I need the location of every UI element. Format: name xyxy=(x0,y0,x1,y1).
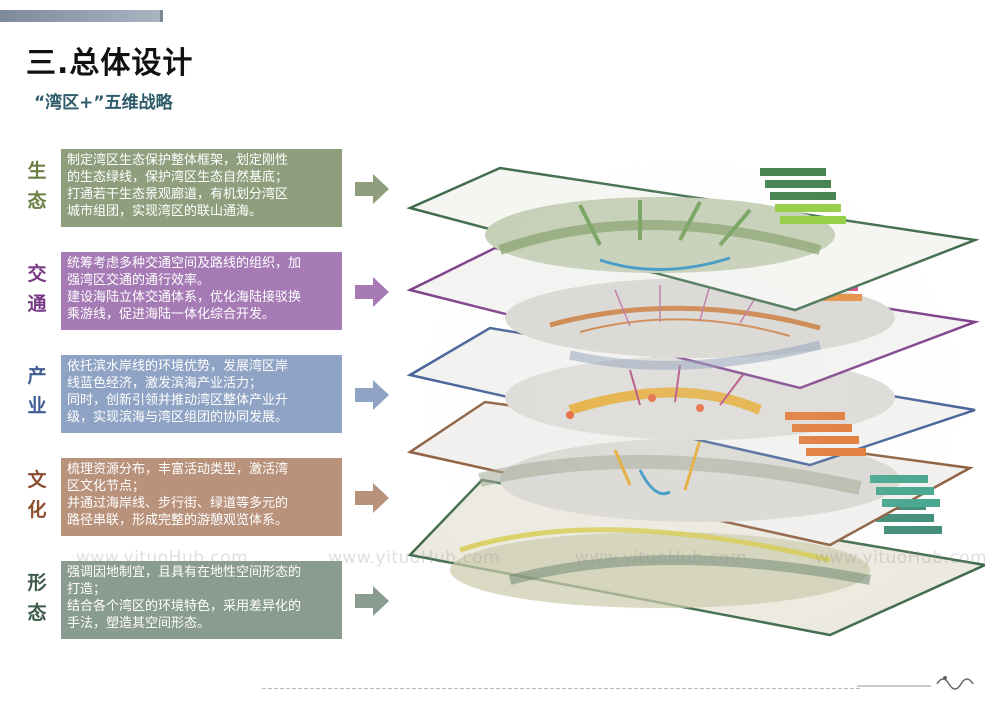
arrow-right-icon xyxy=(355,174,389,204)
page-title: 三.总体设计 xyxy=(26,46,194,81)
layered-plan-diagram xyxy=(400,140,985,640)
arrow-right-icon xyxy=(355,277,389,307)
arrow-right-icon xyxy=(355,586,389,616)
page-subtitle: “湾区+”五维战略 xyxy=(34,93,173,113)
card-culture: 梳理资源分布，丰富活动类型，激活湾区文化节点； 并通过海岸线、步行街、绿道等多元… xyxy=(61,458,342,536)
card-industry: 依托滨水岸线的环境优势，发展湾区岸线蓝色经济，激发滨海产业活力； 同时，创新引领… xyxy=(61,355,342,433)
watermark: www.yituoHub.com xyxy=(575,548,748,568)
watermark: www.yituoHub.com xyxy=(328,548,501,568)
label-culture: 文 化 xyxy=(27,469,47,521)
card-form: 强调因地制宜，且具有在地性空间形态的打造； 结合各个湾区的环境特色，采用差异化的… xyxy=(61,561,342,639)
label-ecology: 生 态 xyxy=(27,160,47,212)
label-transport: 交 通 xyxy=(27,263,47,315)
label-industry: 产 业 xyxy=(27,365,47,417)
watermark: www.yituoHub.com xyxy=(815,548,988,568)
arrow-right-icon xyxy=(355,380,389,410)
arrow-right-icon xyxy=(355,483,389,513)
footer-divider xyxy=(262,688,862,689)
header-bar-text xyxy=(0,10,160,22)
card-transport: 统筹考虑多种交通空间及路线的组织，加强湾区交通的通行效率。 建设海陆立体交通体系… xyxy=(61,252,342,330)
watermark: www.yituoHub.com xyxy=(76,548,249,568)
label-form: 形 态 xyxy=(27,572,47,624)
card-ecology: 制定湾区生态保护整体框架，划定刚性的生态绿线，保护湾区生态自然基底； 打通若干生… xyxy=(61,149,342,227)
header-bar xyxy=(0,10,163,22)
logo-icon xyxy=(857,676,974,690)
